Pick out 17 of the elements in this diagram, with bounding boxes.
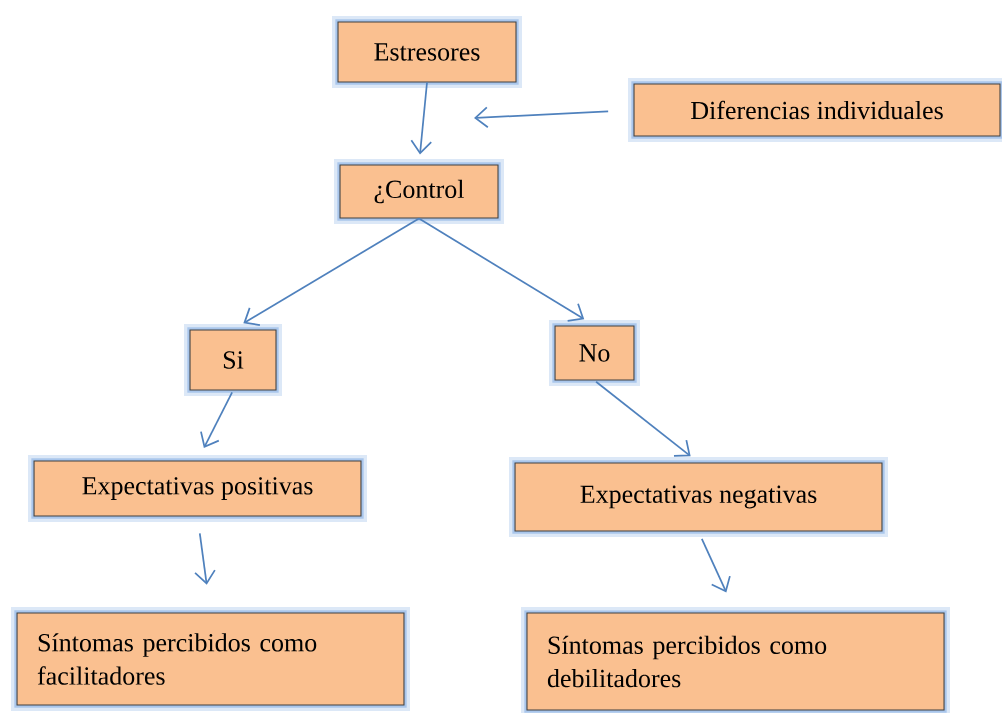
process-box: Síntomas percibidos como facilitadores — [11, 607, 410, 711]
arrow — [243, 217, 420, 326]
process-box: ¿Control — [334, 159, 504, 224]
process-box: Diferencias individuales — [628, 78, 1002, 142]
arrow — [595, 380, 691, 457]
arrow — [474, 106, 610, 129]
arrow — [200, 391, 233, 448]
process-box: No — [549, 320, 640, 386]
process-box: Síntomas percibidos como debilitadores — [521, 607, 950, 713]
arrow — [700, 537, 731, 593]
arrow — [410, 81, 433, 155]
arrow — [194, 532, 216, 585]
process-box: Expectativas negativas — [509, 457, 888, 537]
process-box: Estresores — [332, 16, 522, 88]
process-box: Expectativas positivas — [28, 455, 367, 522]
process-box: Si — [184, 324, 282, 396]
arrow — [418, 217, 585, 322]
